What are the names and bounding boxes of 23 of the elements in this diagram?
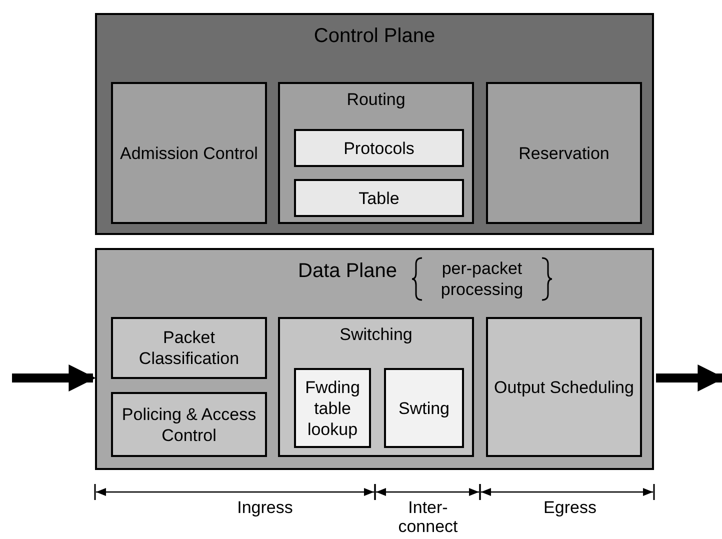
panel-title: Control Plane (312, 25, 436, 48)
panel (278, 82, 474, 224)
panel-title: Data Plane (297, 260, 397, 283)
process-box: Admission Control (111, 82, 267, 224)
panel-title: Routing (346, 90, 406, 110)
panel (95, 13, 654, 235)
arrow (656, 364, 722, 392)
note-text: per-packet processing (440, 258, 524, 300)
process-box: Policing & Access Control (111, 392, 267, 457)
process-box: Packet Classification (111, 317, 267, 379)
arrow (12, 364, 96, 392)
dimension-label: Inter-connect (397, 498, 459, 536)
process-box: Protocols (294, 129, 464, 167)
process-box: Swting (384, 368, 464, 448)
panel (278, 317, 474, 457)
process-box: Reservation (486, 82, 642, 224)
panel-title: Switching (338, 325, 414, 345)
process-box: Output Scheduling (486, 317, 642, 457)
dimension-label: Egress (542, 498, 598, 517)
process-box: Fwding table lookup (294, 368, 371, 448)
dimension-label: Ingress (236, 498, 294, 517)
process-box: Table (294, 179, 464, 217)
panel (95, 248, 654, 470)
